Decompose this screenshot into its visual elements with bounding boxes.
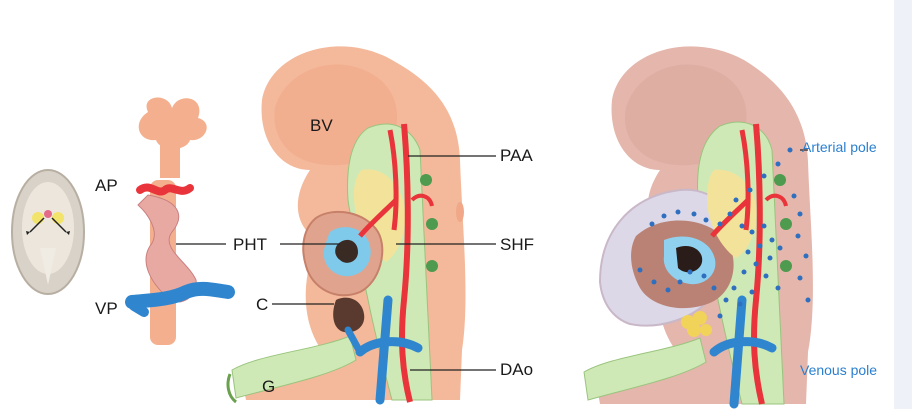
embryo-right (584, 46, 813, 404)
label-dao: DAo (500, 361, 533, 378)
label-vp: VP (95, 300, 118, 317)
label-shf: SHF (500, 236, 534, 253)
right-edge-panel (894, 0, 912, 409)
label-paa: PAA (500, 147, 533, 164)
label-arterial-pole: Arterial pole (802, 140, 877, 154)
primitive-heart-tube (132, 97, 228, 345)
label-ap: AP (95, 177, 118, 194)
label-g: G (262, 378, 275, 395)
label-c: C (256, 296, 268, 313)
label-pht: PHT (233, 236, 267, 253)
embryo-middle (228, 46, 465, 402)
embryo-thumbnail (12, 170, 84, 294)
label-bv: BV (310, 117, 333, 134)
label-venous-pole: Venous pole (800, 363, 877, 377)
